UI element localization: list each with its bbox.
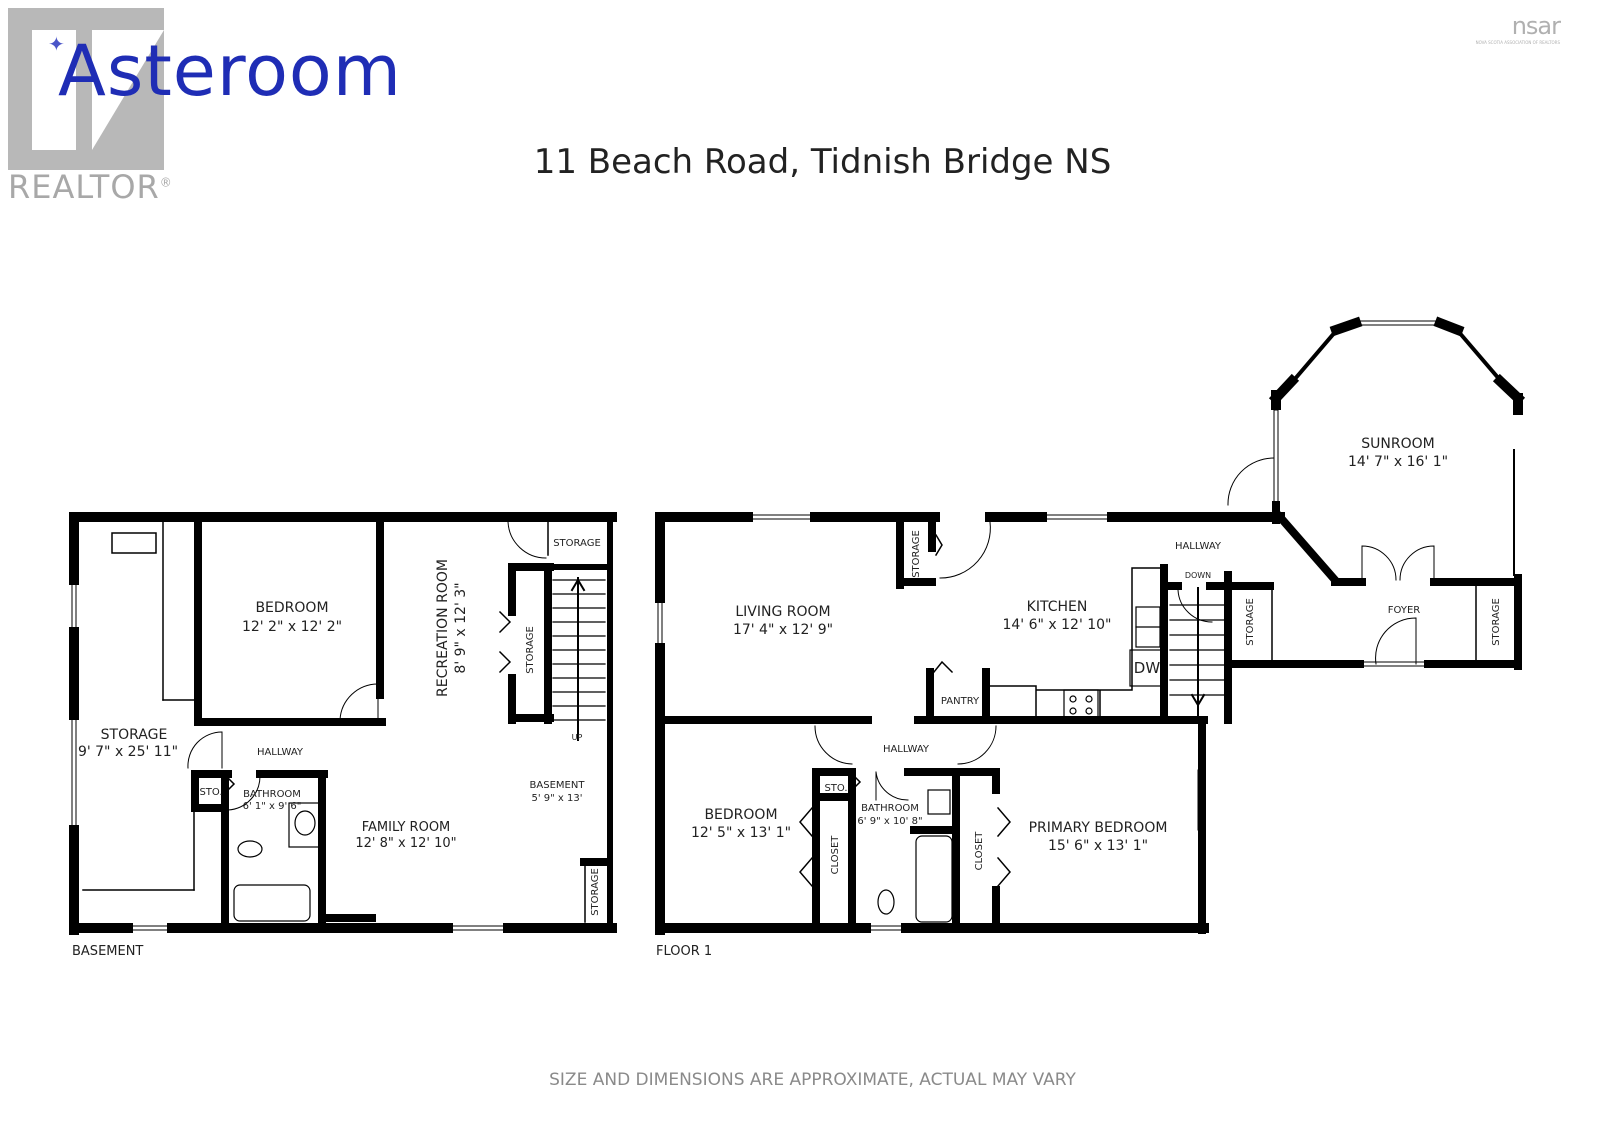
- room-dims: 14' 6" x 12' 10": [1002, 617, 1111, 633]
- room-dims: 6' 9" x 10' 8": [857, 816, 922, 827]
- floor1-stairs: [1169, 587, 1226, 719]
- room-label: CLOSET: [830, 835, 841, 875]
- realtor-logo-text: REALTOR®: [8, 168, 173, 206]
- nsar-logo: nsar NOVA SCOTIA ASSOCIATION OF REALTORS: [1475, 12, 1561, 45]
- room-label: HALLWAY: [257, 747, 304, 758]
- floor-name-basement: BASEMENT: [72, 944, 143, 959]
- disclaimer: SIZE AND DIMENSIONS ARE APPROXIMATE, ACT…: [549, 1070, 1076, 1090]
- room-label: PANTRY: [941, 696, 980, 707]
- room-dims: 14' 7" x 16' 1": [1348, 454, 1448, 470]
- asteroom-logo: ✦Asteroom: [48, 30, 402, 112]
- room-label: HALLWAY: [883, 744, 930, 755]
- room-dims: 9' 7" x 25' 11": [78, 744, 178, 760]
- room-label: STORAGE: [553, 538, 601, 549]
- basement-walls: [69, 512, 617, 935]
- floor1-fixtures: [877, 606, 1163, 923]
- room-label: KITCHEN: [1027, 599, 1088, 615]
- sparkle-icon: ✦: [48, 32, 66, 56]
- room-label: STO.: [824, 783, 847, 794]
- floor1-doors: [799, 457, 1435, 888]
- room-label: RECREATION ROOM: [435, 559, 451, 697]
- room-label: STORAGE: [911, 530, 922, 578]
- stair-label: DOWN: [1185, 571, 1211, 580]
- room-label: STORAGE: [1245, 598, 1256, 646]
- room-dims: 12' 2" x 12' 2": [242, 619, 342, 635]
- room-label: LIVING ROOM: [735, 604, 830, 620]
- room-label: BEDROOM: [704, 807, 777, 823]
- room-label: CLOSET: [974, 831, 985, 871]
- basement-windows: [71, 579, 509, 931]
- room-dims: 12' 8" x 12' 10": [355, 836, 456, 851]
- floor-name-floor1: FLOOR 1: [656, 944, 712, 959]
- room-label: PRIMARY BEDROOM: [1029, 820, 1168, 836]
- realtor-logo-icon: [8, 8, 164, 170]
- room-label: BASEMENT: [530, 780, 586, 791]
- property-address: 11 Beach Road, Tidnish Bridge NS: [533, 142, 1112, 182]
- basement-fixtures: [233, 802, 323, 922]
- room-label: FAMILY ROOM: [362, 820, 451, 835]
- room-label: BEDROOM: [255, 600, 328, 616]
- floor1-walls: [655, 316, 1526, 935]
- room-label: HALLWAY: [1175, 541, 1222, 552]
- room-dims: 5' 9" x 13': [531, 793, 582, 804]
- room-label: STORAGE: [525, 626, 536, 674]
- room-dims: 15' 6" x 13' 1": [1048, 838, 1148, 854]
- room-dims: 17' 4" x 12' 9": [733, 622, 833, 638]
- room-label: FOYER: [1388, 605, 1421, 616]
- room-label: SUNROOM: [1361, 436, 1434, 452]
- stair-label: UP: [572, 733, 583, 742]
- room-label: STORAGE: [590, 868, 601, 916]
- basement-stairs: [552, 577, 606, 741]
- basement-labels: BEDROOM 12' 2" x 12' 2" RECREATION ROOM …: [72, 538, 601, 959]
- room-label: STORAGE: [1491, 598, 1502, 646]
- room-label: STO.: [199, 787, 222, 798]
- floor1-windows: [657, 320, 1503, 931]
- room-dims: 12' 5" x 13' 1": [691, 825, 791, 841]
- basement-doors: [187, 521, 547, 811]
- floor1-labels: LIVING ROOM 17' 4" x 12' 9" STORAGE KITC…: [656, 436, 1502, 959]
- room-dims: 8' 9" x 12' 3": [453, 582, 469, 673]
- dishwasher-label: DW: [1134, 659, 1161, 677]
- room-dims: 6' 1" x 9' 6": [243, 801, 302, 812]
- room-label: BATHROOM: [861, 803, 919, 814]
- room-label: STORAGE: [101, 727, 168, 743]
- room-label: BATHROOM: [243, 789, 301, 800]
